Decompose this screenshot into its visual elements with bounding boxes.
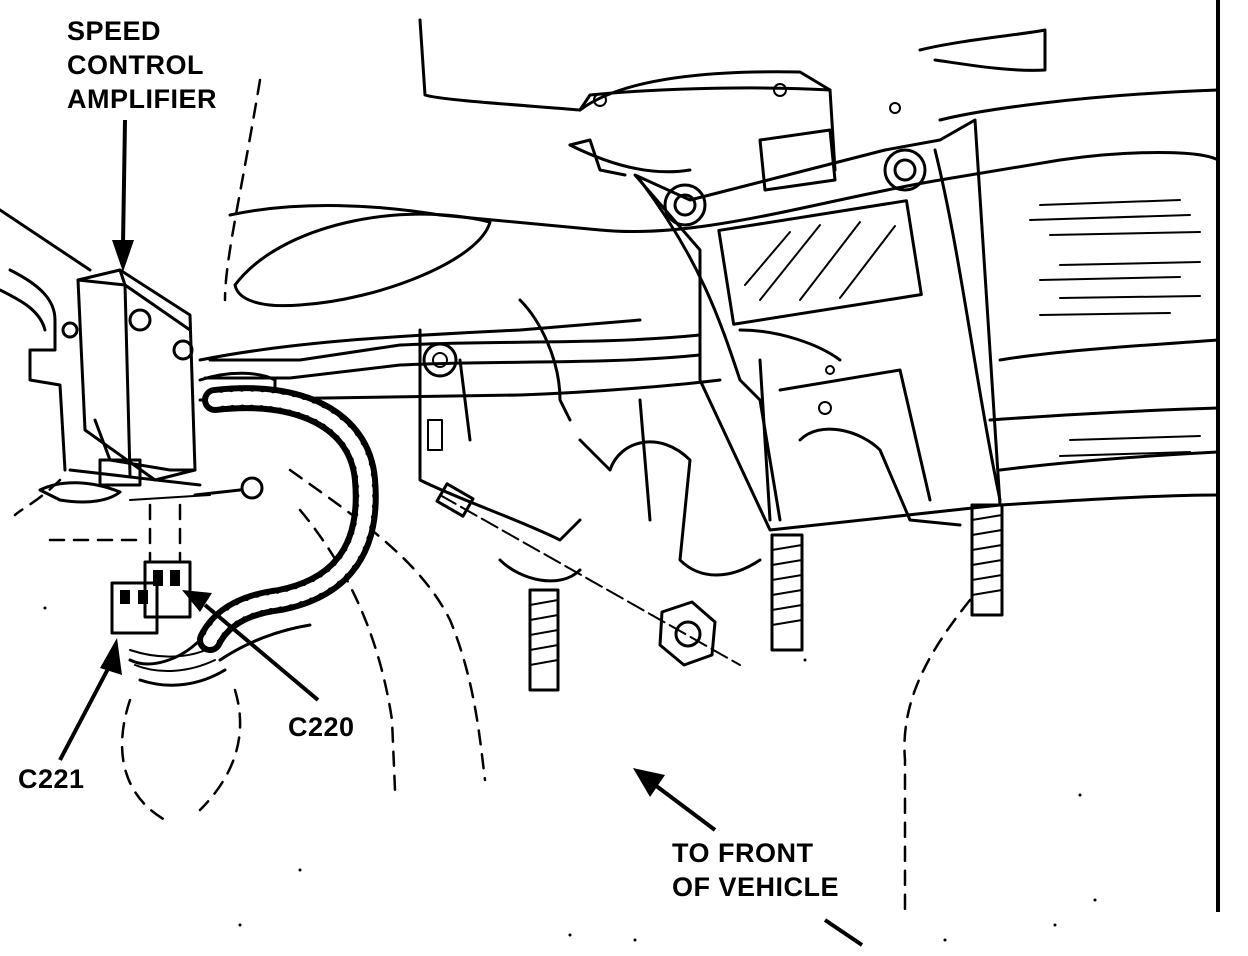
arrow-to-front-of-vehicle (633, 768, 864, 947)
mount-nut-left (663, 183, 707, 227)
stud-right (970, 503, 1004, 617)
label-amplifier-line: AMPLIFIER (67, 84, 217, 114)
label-to-front-line: TO FRONT (672, 838, 814, 868)
mount-nut-right (883, 148, 927, 192)
panel-hatching (1029, 199, 1201, 457)
hex-nut (658, 600, 717, 667)
mount-window (717, 199, 923, 326)
label-c220: C220 (288, 712, 355, 742)
dashed-outlines (13, 78, 972, 912)
stud-lower (528, 588, 560, 692)
upper-bolt-head (422, 342, 458, 378)
label-speed-control-amplifier: SPEED CONTROL AMPLIFIER (67, 14, 217, 116)
mount-window-hatch (744, 221, 896, 301)
arrow-amplifier (112, 119, 134, 272)
connector-c220 (143, 560, 192, 619)
scan-specks (43, 606, 1097, 942)
wiring-harness (128, 333, 702, 687)
label-control-line: CONTROL (67, 50, 204, 80)
speed-control-amplifier (38, 268, 264, 562)
connector-c221 (110, 581, 159, 635)
mount-studs (498, 503, 1004, 692)
arrow-c221 (58, 638, 122, 761)
label-to-front-of-vehicle: TO FRONT OF VEHICLE (672, 836, 839, 904)
bolt-and-nut (422, 342, 741, 667)
stud-left (770, 533, 804, 652)
engine-mount-bracket (568, 83, 1002, 532)
oval-cutout (233, 212, 492, 308)
arrow-c220 (182, 590, 320, 702)
label-of-vehicle-line: OF VEHICLE (672, 872, 840, 902)
body-panel (0, 18, 1220, 577)
label-c221: C221 (18, 764, 85, 794)
screw (193, 476, 264, 500)
label-speed-line: SPEED (67, 16, 162, 46)
